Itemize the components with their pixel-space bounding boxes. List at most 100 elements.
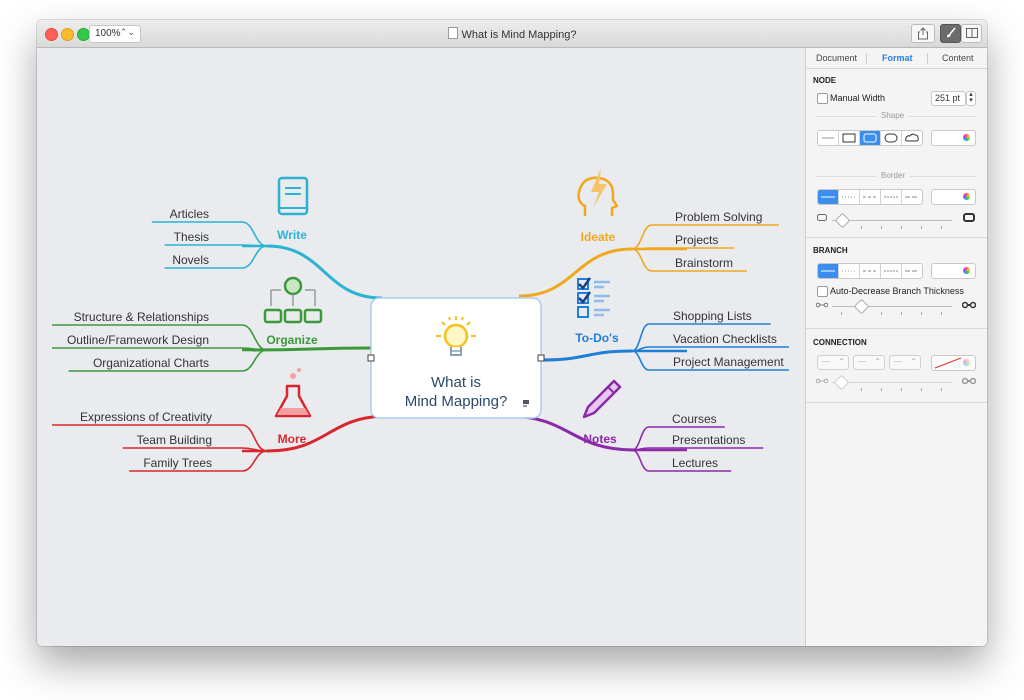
connection-thickness-slider[interactable] bbox=[832, 382, 952, 383]
thick-line-icon bbox=[962, 377, 976, 385]
topic-vacation-checklists[interactable]: Vacation Checklists bbox=[673, 332, 777, 346]
flowchart-icon bbox=[263, 276, 323, 324]
shape-pill-icon bbox=[884, 133, 898, 143]
border-long-dash[interactable] bbox=[881, 190, 902, 204]
topic-project-management[interactable]: Project Management bbox=[673, 355, 784, 369]
note-icon[interactable] bbox=[523, 400, 529, 407]
shape-rect[interactable] bbox=[839, 131, 860, 145]
border-label: Border bbox=[876, 171, 911, 180]
topic-outline-framework-design[interactable]: Outline/Framework Design bbox=[67, 333, 209, 347]
connection-end-select[interactable]: —⌃ bbox=[889, 355, 921, 370]
central-topic-line2[interactable]: Mind Mapping? bbox=[405, 393, 508, 410]
branch-label-to-do-s[interactable]: To-Do's bbox=[575, 331, 619, 345]
solid-line-icon bbox=[821, 270, 835, 272]
topic-brainstorm[interactable]: Brainstorm bbox=[675, 256, 733, 270]
app-window: 100% ⌃⌄ What is Mind Mapping? Write Artic… bbox=[37, 20, 987, 646]
auto-decrease-checkbox[interactable] bbox=[817, 286, 828, 297]
manual-width-checkbox[interactable] bbox=[817, 93, 828, 104]
branch-label-notes[interactable]: Notes bbox=[583, 432, 617, 446]
branch-long-dash[interactable] bbox=[881, 264, 902, 278]
resize-handle-left[interactable] bbox=[367, 354, 375, 362]
topic-team-building[interactable]: Team Building bbox=[137, 433, 212, 447]
branch-label-more[interactable]: More bbox=[278, 432, 307, 446]
format-inspector-button[interactable] bbox=[940, 24, 961, 43]
auto-decrease-label: Auto-Decrease Branch Thickness bbox=[830, 286, 964, 296]
topic-structure-relationships[interactable]: Structure & Relationships bbox=[74, 310, 209, 324]
shape-selector[interactable] bbox=[817, 130, 923, 146]
shape-color-well[interactable] bbox=[931, 130, 976, 146]
topic-projects[interactable]: Projects bbox=[675, 233, 718, 247]
sidebar-toggle-button[interactable] bbox=[961, 24, 982, 43]
tab-divider bbox=[927, 53, 928, 64]
topic-shopping-lists[interactable]: Shopping Lists bbox=[673, 309, 752, 323]
border-dotted[interactable] bbox=[839, 190, 860, 204]
branch-label-ideate[interactable]: Ideate bbox=[581, 230, 616, 244]
title-bar: 100% ⌃⌄ What is Mind Mapping? bbox=[37, 20, 987, 48]
branch-thickness-slider[interactable] bbox=[832, 306, 952, 307]
minimize-window-button[interactable] bbox=[61, 28, 74, 41]
branch-line bbox=[541, 349, 633, 362]
topic-expressions-of-creativity[interactable]: Expressions of Creativity bbox=[80, 410, 212, 424]
shape-none[interactable] bbox=[818, 131, 839, 145]
topic-courses[interactable]: Courses bbox=[672, 412, 717, 426]
dash-dot-line-icon bbox=[905, 270, 919, 272]
thin-line-icon bbox=[816, 302, 828, 308]
share-button[interactable] bbox=[911, 24, 935, 43]
connection-start-select[interactable]: —⌃ bbox=[817, 355, 849, 370]
thick-line-icon bbox=[962, 301, 976, 309]
sidebar-icon bbox=[965, 28, 978, 38]
dashed-line-icon bbox=[863, 270, 877, 272]
dash-dot-line-icon bbox=[905, 196, 919, 198]
book-icon bbox=[277, 176, 309, 216]
shape-cloud[interactable] bbox=[902, 131, 922, 145]
branch-style-selector[interactable] bbox=[817, 263, 923, 279]
slider-knob[interactable] bbox=[833, 374, 850, 391]
border-style-selector[interactable] bbox=[817, 189, 923, 205]
window-title-area: What is Mind Mapping? bbox=[37, 27, 987, 41]
section-divider bbox=[806, 402, 987, 403]
topic-lectures[interactable]: Lectures bbox=[672, 456, 718, 470]
tab-document[interactable]: Document bbox=[816, 53, 858, 63]
shape-pill[interactable] bbox=[881, 131, 902, 145]
topic-organizational-charts[interactable]: Organizational Charts bbox=[93, 356, 209, 370]
border-dashed[interactable] bbox=[860, 190, 881, 204]
topic-thesis[interactable]: Thesis bbox=[174, 230, 209, 244]
tab-content[interactable]: Content bbox=[942, 53, 974, 63]
shape-rounded-icon bbox=[863, 133, 877, 143]
width-stepper[interactable]: ▴▾ bbox=[966, 91, 976, 106]
branch-label-write[interactable]: Write bbox=[277, 228, 307, 242]
width-field[interactable]: 251 pt bbox=[931, 91, 966, 106]
close-window-button[interactable] bbox=[45, 28, 58, 41]
connection-section-heading: CONNECTION bbox=[813, 338, 867, 347]
topic-presentations[interactable]: Presentations bbox=[672, 433, 745, 447]
share-icon bbox=[918, 27, 928, 40]
branch-dashed[interactable] bbox=[860, 264, 881, 278]
topic-problem-solving[interactable]: Problem Solving bbox=[675, 210, 762, 224]
topic-novels[interactable]: Novels bbox=[172, 253, 209, 267]
connection-line-select[interactable]: —⌃ bbox=[853, 355, 885, 370]
branch-solid[interactable] bbox=[818, 264, 839, 278]
central-node[interactable] bbox=[367, 297, 545, 419]
branch-line bbox=[518, 247, 633, 298]
branch-section-heading: BRANCH bbox=[813, 246, 848, 255]
branch-color-well[interactable] bbox=[931, 263, 976, 279]
resize-handle-right[interactable] bbox=[537, 354, 545, 362]
border-dash-dot[interactable] bbox=[902, 190, 922, 204]
zoom-select[interactable]: 100% ⌃⌄ bbox=[89, 25, 141, 43]
slider-knob[interactable] bbox=[853, 298, 870, 315]
central-topic-line1[interactable]: What is bbox=[431, 374, 481, 391]
connection-color-well[interactable] bbox=[931, 355, 976, 371]
shape-rounded[interactable] bbox=[860, 131, 881, 145]
tab-format[interactable]: Format bbox=[882, 53, 913, 63]
topic-family-trees[interactable]: Family Trees bbox=[143, 456, 212, 470]
border-width-slider[interactable] bbox=[832, 220, 952, 221]
topic-articles[interactable]: Articles bbox=[170, 207, 209, 221]
slider-knob[interactable] bbox=[834, 212, 851, 229]
border-color-well[interactable] bbox=[931, 189, 976, 205]
branch-dash-dot[interactable] bbox=[902, 264, 922, 278]
branch-dotted[interactable] bbox=[839, 264, 860, 278]
branch-label-organize[interactable]: Organize bbox=[266, 333, 318, 347]
inspector-panel: Document Format Content NODE Manual Widt… bbox=[805, 48, 987, 646]
border-solid[interactable] bbox=[818, 190, 839, 204]
